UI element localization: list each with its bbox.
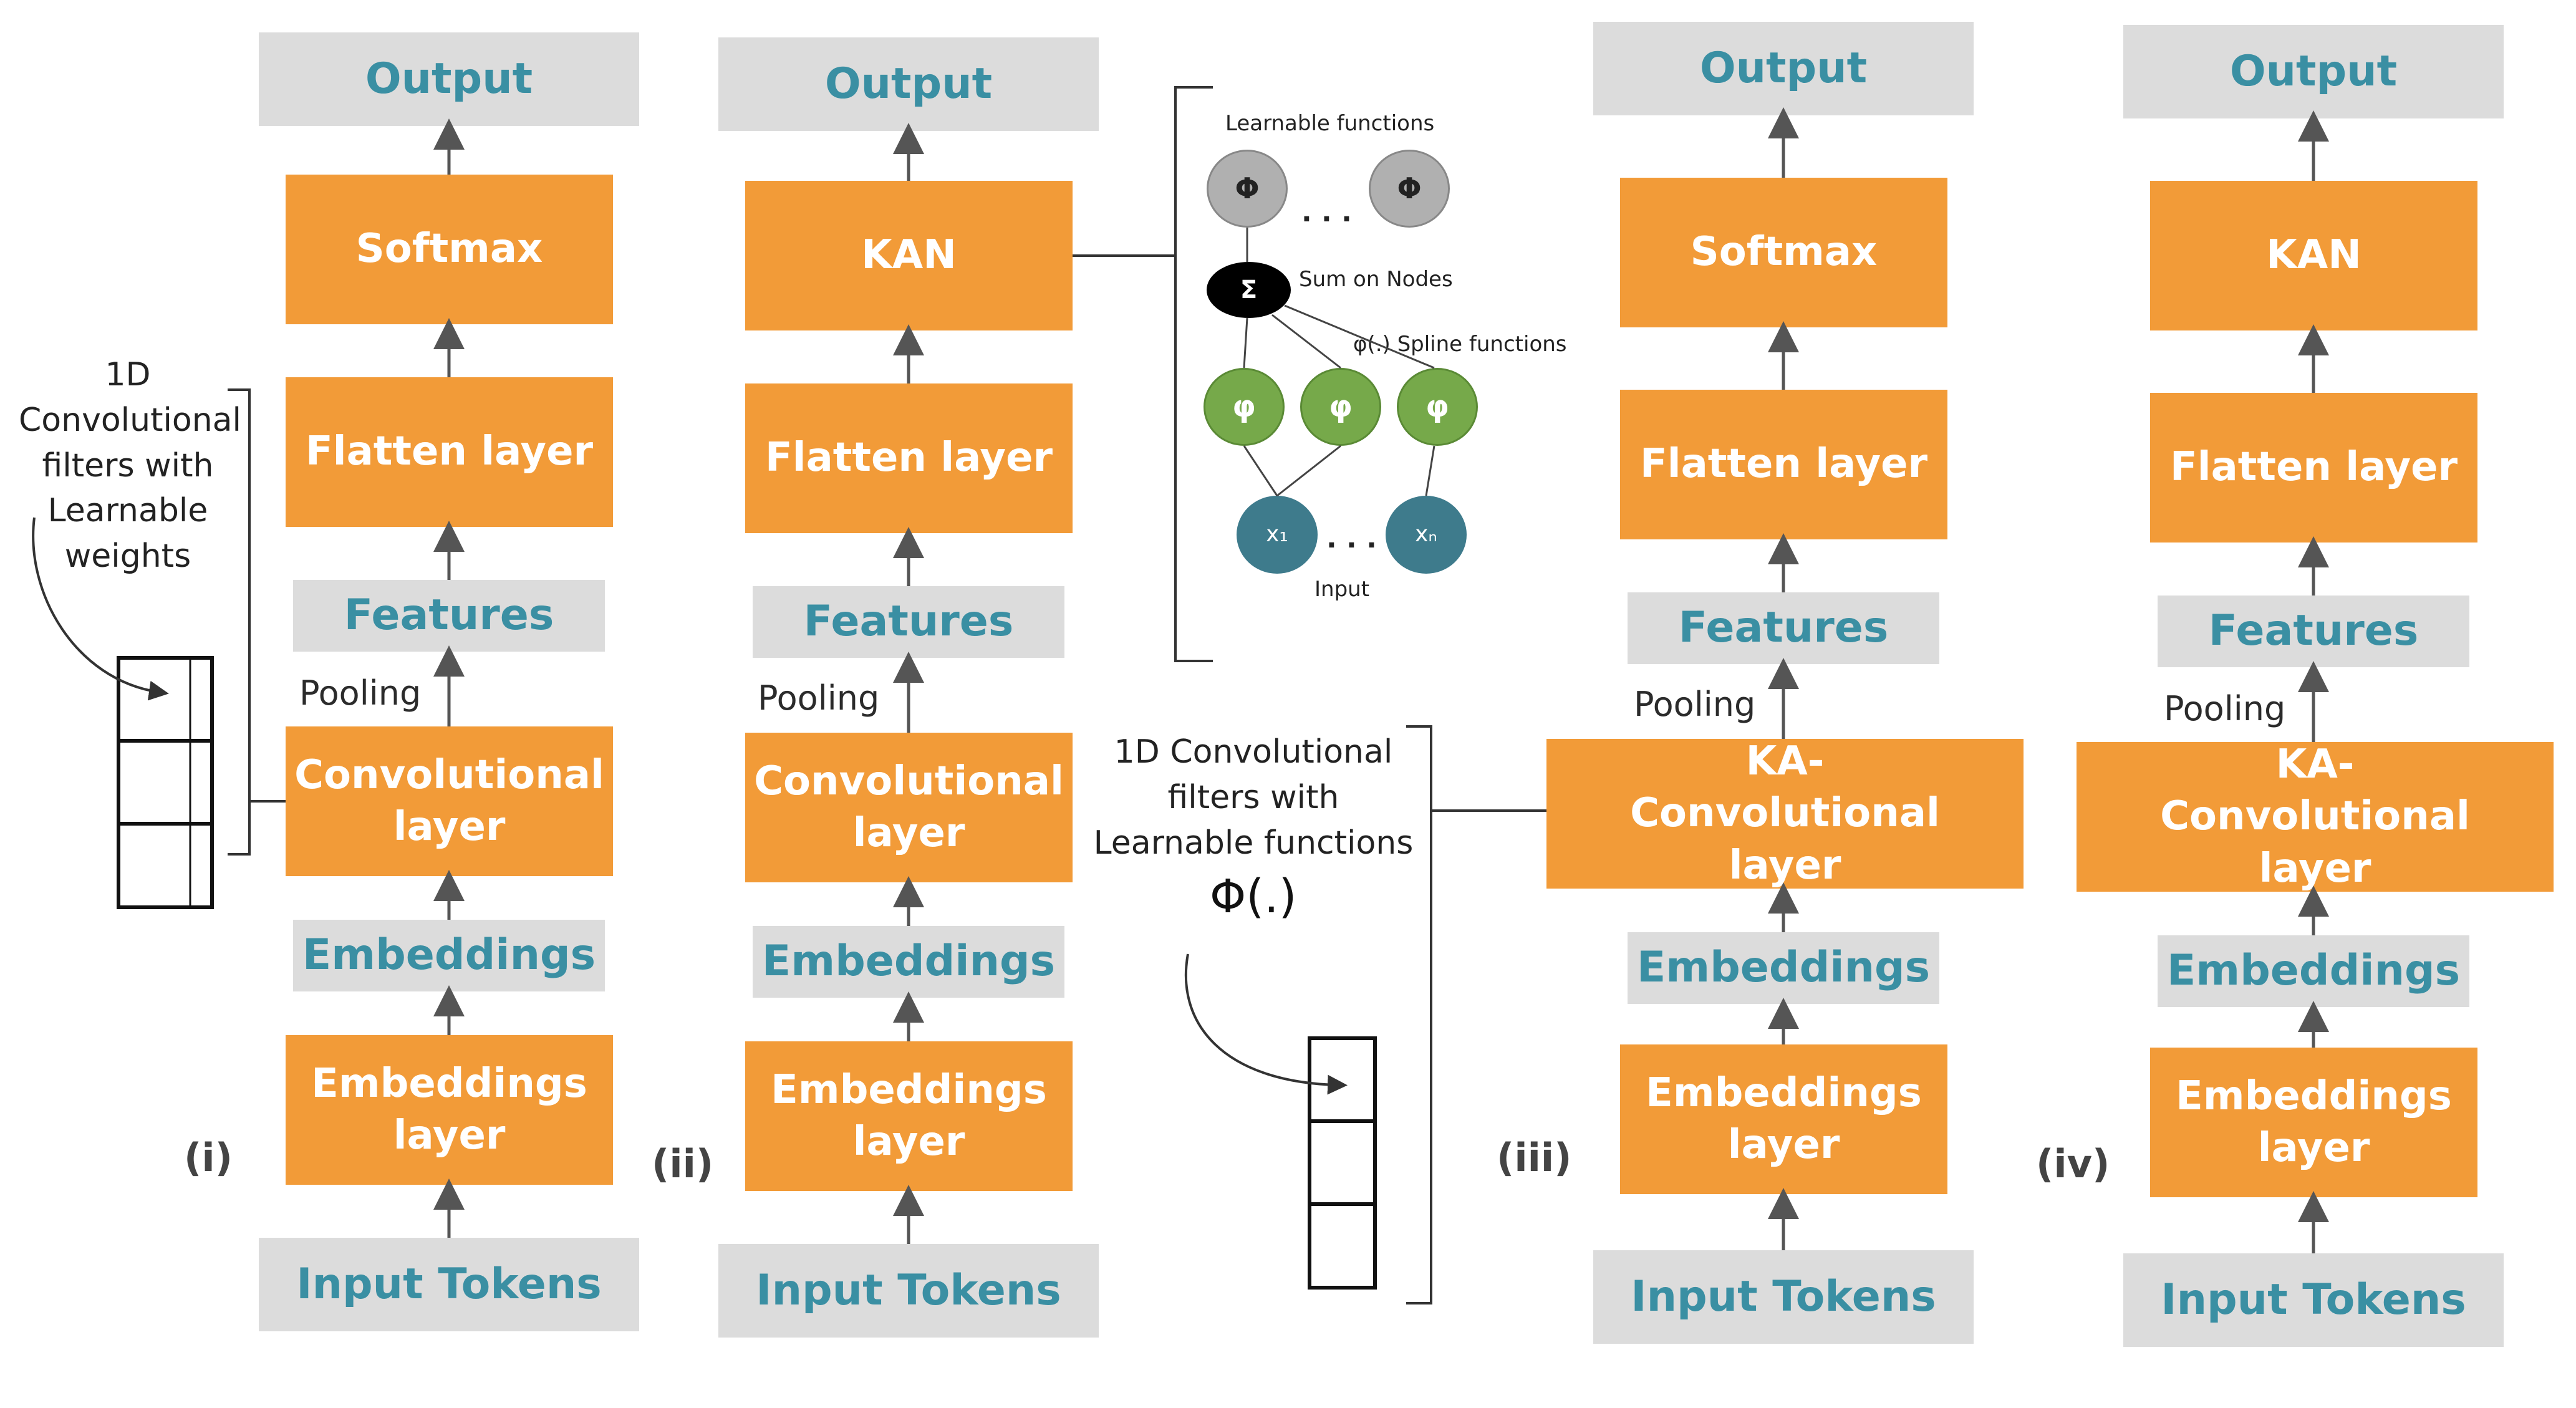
pooling-label: Pooling xyxy=(299,673,422,713)
phi-label: Φ(.) xyxy=(1210,870,1297,923)
embeddings-layer: Embeddings layer xyxy=(1620,1044,1947,1194)
softmax-layer: Softmax xyxy=(1620,178,1947,327)
dots-bottom: . . . xyxy=(1326,523,1377,554)
kan-bracket xyxy=(1174,86,1213,662)
conv-layer: Convolutional layer xyxy=(745,733,1073,882)
sum-on-nodes-label: Sum on Nodes xyxy=(1299,267,1453,292)
label-ii: (ii) xyxy=(652,1141,714,1187)
softmax-layer: Softmax xyxy=(286,175,613,324)
embeddings-box: Embeddings xyxy=(293,920,605,991)
input-tokens-box: Input Tokens xyxy=(2123,1253,2504,1347)
spline-node-3: φ xyxy=(1397,368,1478,446)
output-box: Output xyxy=(1593,22,1974,115)
sum-node: Σ xyxy=(1207,262,1291,318)
input-tokens-box: Input Tokens xyxy=(1593,1250,1974,1344)
ka-conv-layer: KA-Convolutional layer xyxy=(2077,741,2554,892)
flatten-layer: Flatten layer xyxy=(1620,390,1947,539)
label-i: (i) xyxy=(184,1135,233,1180)
input-tokens-box: Input Tokens xyxy=(259,1238,639,1331)
ka-conv-layer: KA-Convolutional layer xyxy=(1546,738,2024,889)
label-iii: (iii) xyxy=(1497,1135,1572,1180)
features-box: Features xyxy=(753,586,1064,658)
features-box: Features xyxy=(293,580,605,652)
input-label: Input xyxy=(1315,577,1370,602)
input-node-x1: x₁ xyxy=(1237,496,1318,574)
pooling-label: Pooling xyxy=(758,678,880,718)
filter-grid-right xyxy=(1308,1036,1377,1290)
flatten-layer: Flatten layer xyxy=(2150,393,2477,542)
embeddings-layer: Embeddings layer xyxy=(745,1041,1073,1191)
dots-top: . . . xyxy=(1301,196,1352,228)
filter-grid-left xyxy=(117,656,214,909)
kan-layer: KAN xyxy=(2150,181,2477,330)
embeddings-layer: Embeddings layer xyxy=(2150,1048,2477,1197)
label-iv: (iv) xyxy=(2036,1141,2110,1187)
right-bracket xyxy=(1406,725,1432,1304)
left-curve-arrow xyxy=(32,517,169,701)
embeddings-layer: Embeddings layer xyxy=(286,1035,613,1185)
features-box: Features xyxy=(2158,596,2469,667)
filter-note-right: 1D Convolutional filters with Learnable … xyxy=(1093,733,1414,862)
column-iii: Output Softmax Flatten layer Features KA… xyxy=(1546,0,2024,1408)
output-box: Output xyxy=(2123,25,2504,118)
phi-node-1: Φ xyxy=(1207,150,1288,228)
column-i: Output Softmax Flatten layer Features Co… xyxy=(256,0,642,1408)
left-bracket xyxy=(228,388,251,856)
learnable-functions-label: Learnable functions xyxy=(1225,111,1435,136)
flatten-layer: Flatten layer xyxy=(286,377,613,527)
pooling-label: Pooling xyxy=(2164,689,2286,728)
spline-functions-label: φ(.) Spline functions xyxy=(1353,332,1567,357)
input-tokens-box: Input Tokens xyxy=(718,1244,1099,1338)
embeddings-box: Embeddings xyxy=(1628,932,1939,1004)
filter-note-left: 1D Convolutional filters with Learnable … xyxy=(19,356,241,576)
output-box: Output xyxy=(718,37,1099,131)
spline-node-2: φ xyxy=(1300,368,1381,446)
column-iv: Output KAN Flatten layer Features KA-Con… xyxy=(2077,0,2554,1408)
input-node-xn: xₙ xyxy=(1386,496,1467,574)
pooling-label: Pooling xyxy=(1634,685,1756,724)
flatten-layer: Flatten layer xyxy=(745,383,1073,533)
kan-layer: KAN xyxy=(745,181,1073,330)
embeddings-box: Embeddings xyxy=(2158,935,2469,1007)
right-curve-arrow xyxy=(1184,953,1348,1095)
phi-node-2: Φ xyxy=(1369,150,1450,228)
conv-layer: Convolutional layer xyxy=(286,726,613,876)
column-ii: Output KAN Flatten layer Features Convol… xyxy=(715,0,1102,1408)
spline-node-1: φ xyxy=(1204,368,1285,446)
embeddings-box: Embeddings xyxy=(753,926,1064,998)
features-box: Features xyxy=(1628,592,1939,664)
output-box: Output xyxy=(259,32,639,126)
